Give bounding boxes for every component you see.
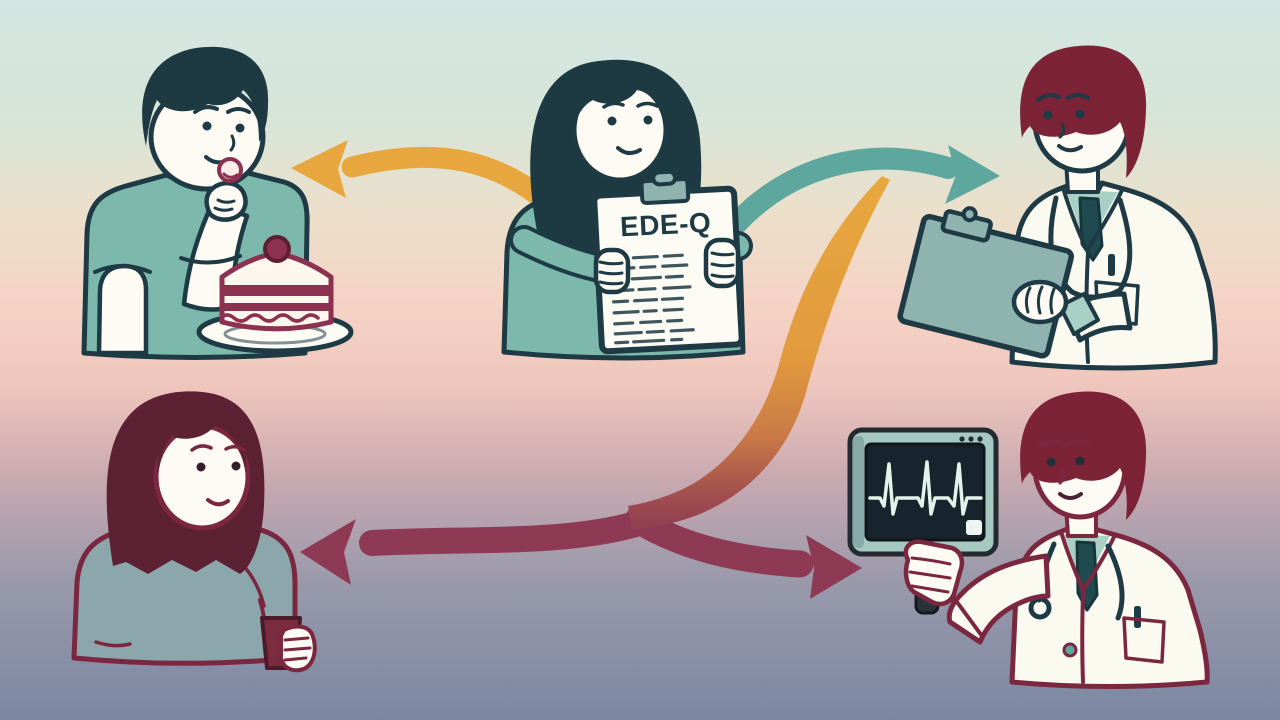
eye xyxy=(231,461,241,471)
cherry xyxy=(263,235,291,263)
arrow-to-person-eating xyxy=(291,140,569,223)
eye xyxy=(1043,110,1053,120)
eyebrow xyxy=(1036,93,1061,102)
eye xyxy=(1075,109,1085,119)
eye xyxy=(1046,457,1056,467)
arrowhead-left-yellow xyxy=(291,140,348,198)
edeq-clipboard: EDE-Q xyxy=(591,169,745,355)
figure-woman-holding-edeq-questionnaire: EDE-Q xyxy=(501,59,753,361)
ecg-trace xyxy=(868,460,983,516)
figure-person-eating-cake xyxy=(81,46,354,360)
arrowhead-left-maroon xyxy=(300,519,356,585)
hair xyxy=(142,46,269,146)
lab-coat xyxy=(1009,524,1210,689)
right-hand xyxy=(703,237,741,289)
eyebrow xyxy=(224,445,246,452)
eyebrow xyxy=(636,101,659,108)
sleeve xyxy=(946,553,1051,645)
left-forearm xyxy=(96,263,149,356)
eye xyxy=(643,115,653,125)
questionnaire-title: EDE-Q xyxy=(619,207,712,243)
eye xyxy=(196,462,206,472)
mouth xyxy=(616,146,642,155)
eyebrow xyxy=(226,107,251,114)
hair-fringe xyxy=(157,406,247,474)
nose xyxy=(1058,122,1066,139)
coat-button xyxy=(1062,642,1078,658)
arrow-to-doctor-clipboard xyxy=(725,145,1000,235)
eye xyxy=(1075,456,1085,466)
mouth xyxy=(1057,144,1083,153)
arrowhead-right-maroon xyxy=(806,535,862,599)
left-sleeve xyxy=(513,229,611,279)
coat-pocket xyxy=(1122,616,1166,664)
eyebrow xyxy=(602,101,625,109)
screen-corner-button xyxy=(966,520,982,535)
pen xyxy=(1134,606,1141,628)
questionnaire-text-lines xyxy=(609,251,729,345)
eyebrow xyxy=(1066,439,1090,446)
arrow-to-heart-monitor xyxy=(624,506,862,599)
mouth xyxy=(206,498,230,507)
cuff xyxy=(1058,292,1100,336)
eye xyxy=(235,123,245,133)
gradient-split-curve xyxy=(628,176,890,530)
figure-doctor-with-heart-monitor xyxy=(847,391,1210,689)
eyebrow xyxy=(1038,439,1063,448)
eyebrow xyxy=(1066,93,1090,100)
eyebrow xyxy=(190,444,213,452)
nose xyxy=(1058,468,1066,485)
arrow-to-woman-with-cup xyxy=(300,511,649,585)
pen xyxy=(1108,254,1115,276)
nose xyxy=(229,134,236,152)
mouth xyxy=(1058,492,1083,500)
arrowhead-right-teal xyxy=(945,145,1000,204)
cake-slice xyxy=(219,235,334,332)
face xyxy=(153,423,251,531)
eyebrow xyxy=(193,105,219,114)
eye xyxy=(202,121,212,131)
eye xyxy=(607,116,617,126)
figure-woman-holding-cup xyxy=(71,391,317,673)
lapels xyxy=(1059,530,1117,684)
hair xyxy=(1020,391,1147,520)
figure-doctor-with-clipboard xyxy=(897,45,1218,371)
hair-fringe xyxy=(573,76,667,128)
